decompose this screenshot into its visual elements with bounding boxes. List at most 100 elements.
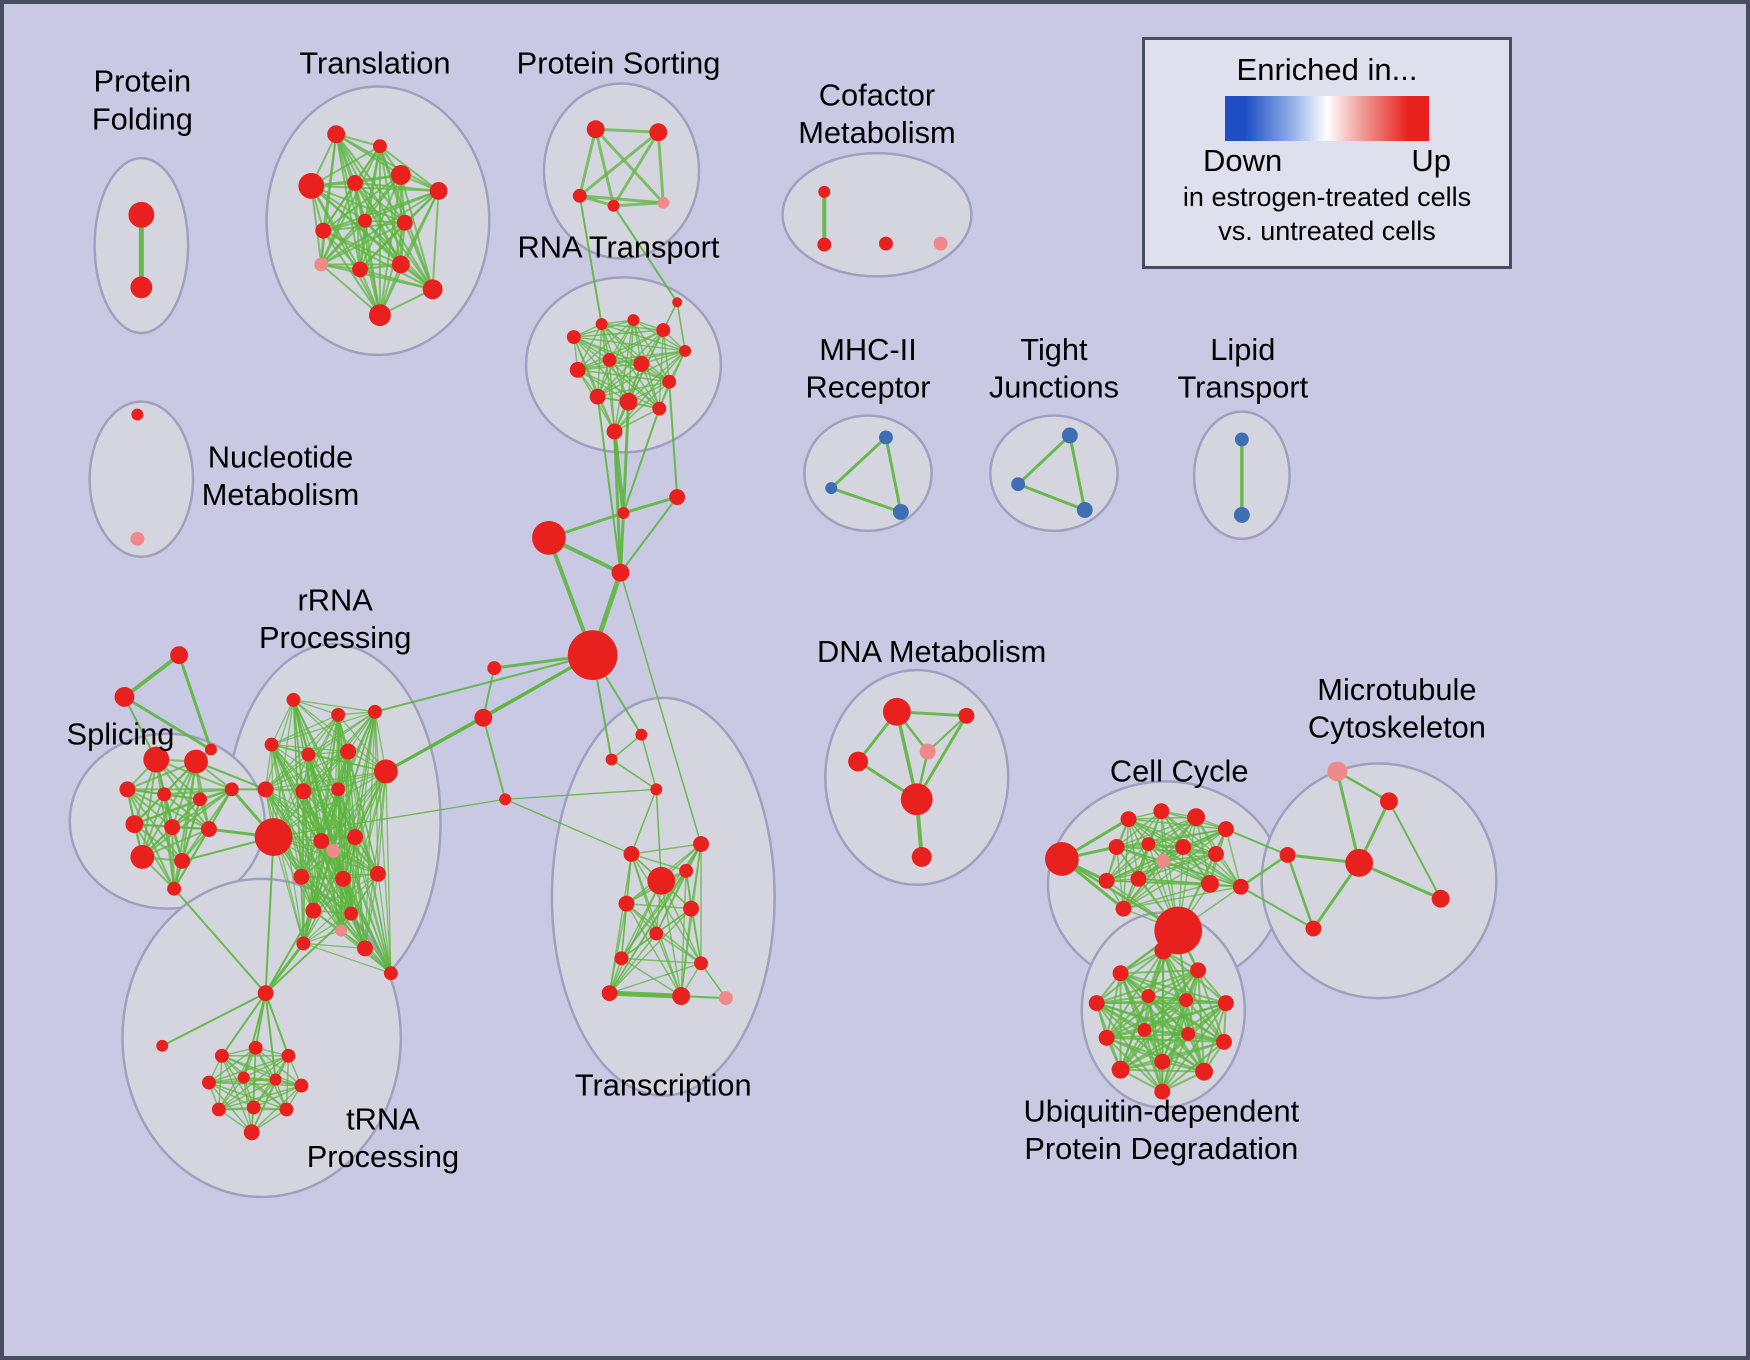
node-tn6 — [269, 1073, 282, 1086]
node-tr3 — [298, 173, 325, 199]
node-rt5 — [679, 344, 692, 357]
node-cc14 — [1232, 878, 1249, 895]
edge — [573, 336, 630, 403]
edge — [1161, 1041, 1225, 1093]
edge — [320, 789, 339, 842]
edge — [1225, 828, 1288, 856]
node-tr2 — [372, 139, 387, 154]
node-tx8 — [618, 895, 635, 912]
edge — [626, 902, 692, 910]
edge — [354, 182, 362, 270]
edge — [1017, 434, 1071, 486]
node-dn1 — [882, 697, 911, 726]
edge — [619, 512, 625, 573]
node-ub9 — [1137, 1022, 1152, 1037]
edge — [573, 336, 616, 432]
edge — [594, 128, 615, 207]
edge — [690, 908, 702, 964]
edge — [302, 751, 349, 792]
edge — [1335, 771, 1361, 864]
node-cf2 — [817, 237, 832, 252]
node-cc8 — [1175, 839, 1192, 855]
edge — [320, 134, 338, 265]
edge — [573, 336, 670, 383]
node-tr14 — [368, 304, 391, 327]
node-ub10 — [1181, 1026, 1196, 1041]
edge — [1143, 950, 1165, 1031]
edge — [680, 908, 692, 997]
node-tx13 — [601, 985, 618, 1002]
edge — [578, 128, 598, 197]
cluster-label-nucleotide-metabolism: Nucleotide — [208, 439, 354, 474]
edge — [1106, 999, 1187, 1039]
edge — [320, 221, 406, 266]
cluster-label-rrna-processing: rRNA — [298, 582, 374, 617]
cluster-label-dna-metabolism: DNA Metabolism — [817, 634, 1046, 669]
node-tr1 — [327, 125, 346, 144]
node-mc4 — [1345, 849, 1374, 877]
node-rt7 — [602, 352, 617, 367]
edge — [1161, 1033, 1190, 1092]
node-cc9 — [1208, 846, 1224, 862]
node-cc5 — [1217, 821, 1234, 838]
legend-up-label: Up — [1411, 143, 1451, 178]
node-rr17 — [369, 865, 386, 882]
edge — [625, 903, 682, 997]
cluster-label-ubiquitin-degradation: Protein Degradation — [1024, 1131, 1298, 1166]
edge — [1116, 816, 1197, 848]
node-rr14 — [326, 844, 341, 858]
edge — [620, 903, 628, 959]
node-dn3 — [848, 751, 869, 772]
edge — [680, 870, 687, 997]
cluster-label-protein-folding: Folding — [92, 101, 193, 136]
edge — [300, 876, 342, 931]
edge — [1286, 854, 1315, 929]
node-tx7 — [647, 866, 676, 895]
edge — [320, 263, 381, 316]
edge — [1120, 1033, 1189, 1071]
edge — [830, 436, 887, 490]
cluster-label-splicing: Splicing — [67, 717, 175, 752]
edge — [133, 823, 183, 862]
legend-down-label: Down — [1203, 143, 1283, 178]
edge — [264, 699, 295, 790]
node-c2 — [617, 507, 630, 519]
edge — [1123, 828, 1227, 910]
node-tx4 — [693, 836, 709, 852]
edge — [364, 220, 434, 291]
edge — [1358, 861, 1442, 901]
edge — [1106, 860, 1164, 882]
node-nu2 — [130, 531, 145, 546]
node-cc15 — [1115, 900, 1132, 917]
edge — [608, 933, 657, 994]
node-mc5 — [1431, 889, 1450, 908]
edge — [302, 836, 356, 944]
edge — [608, 903, 628, 994]
edge — [1240, 853, 1289, 888]
node-lt1 — [1234, 432, 1249, 447]
node-tx10 — [649, 926, 664, 941]
edge — [208, 1081, 287, 1111]
cluster-label-ubiquitin-degradation: Ubiquitin-dependent — [1023, 1093, 1299, 1128]
node-sp9 — [200, 821, 217, 838]
legend-title: Enriched in... — [1236, 52, 1418, 87]
node-rr1 — [286, 692, 301, 707]
edge — [1096, 969, 1199, 1005]
cluster-label-lipid-transport: Lipid — [1210, 332, 1275, 367]
edge — [141, 828, 210, 858]
edge — [350, 771, 387, 914]
edge — [378, 145, 402, 265]
edge — [300, 876, 392, 974]
node-tn10 — [279, 1102, 294, 1117]
edge — [322, 229, 434, 291]
edge — [631, 853, 687, 872]
edge — [322, 229, 361, 271]
edge — [385, 771, 392, 974]
edge — [578, 131, 660, 198]
edge — [141, 788, 233, 858]
edge — [1123, 886, 1241, 910]
node-c8 — [499, 793, 512, 806]
edge — [271, 744, 304, 792]
edge — [596, 396, 622, 573]
node-mc1 — [1327, 761, 1348, 782]
